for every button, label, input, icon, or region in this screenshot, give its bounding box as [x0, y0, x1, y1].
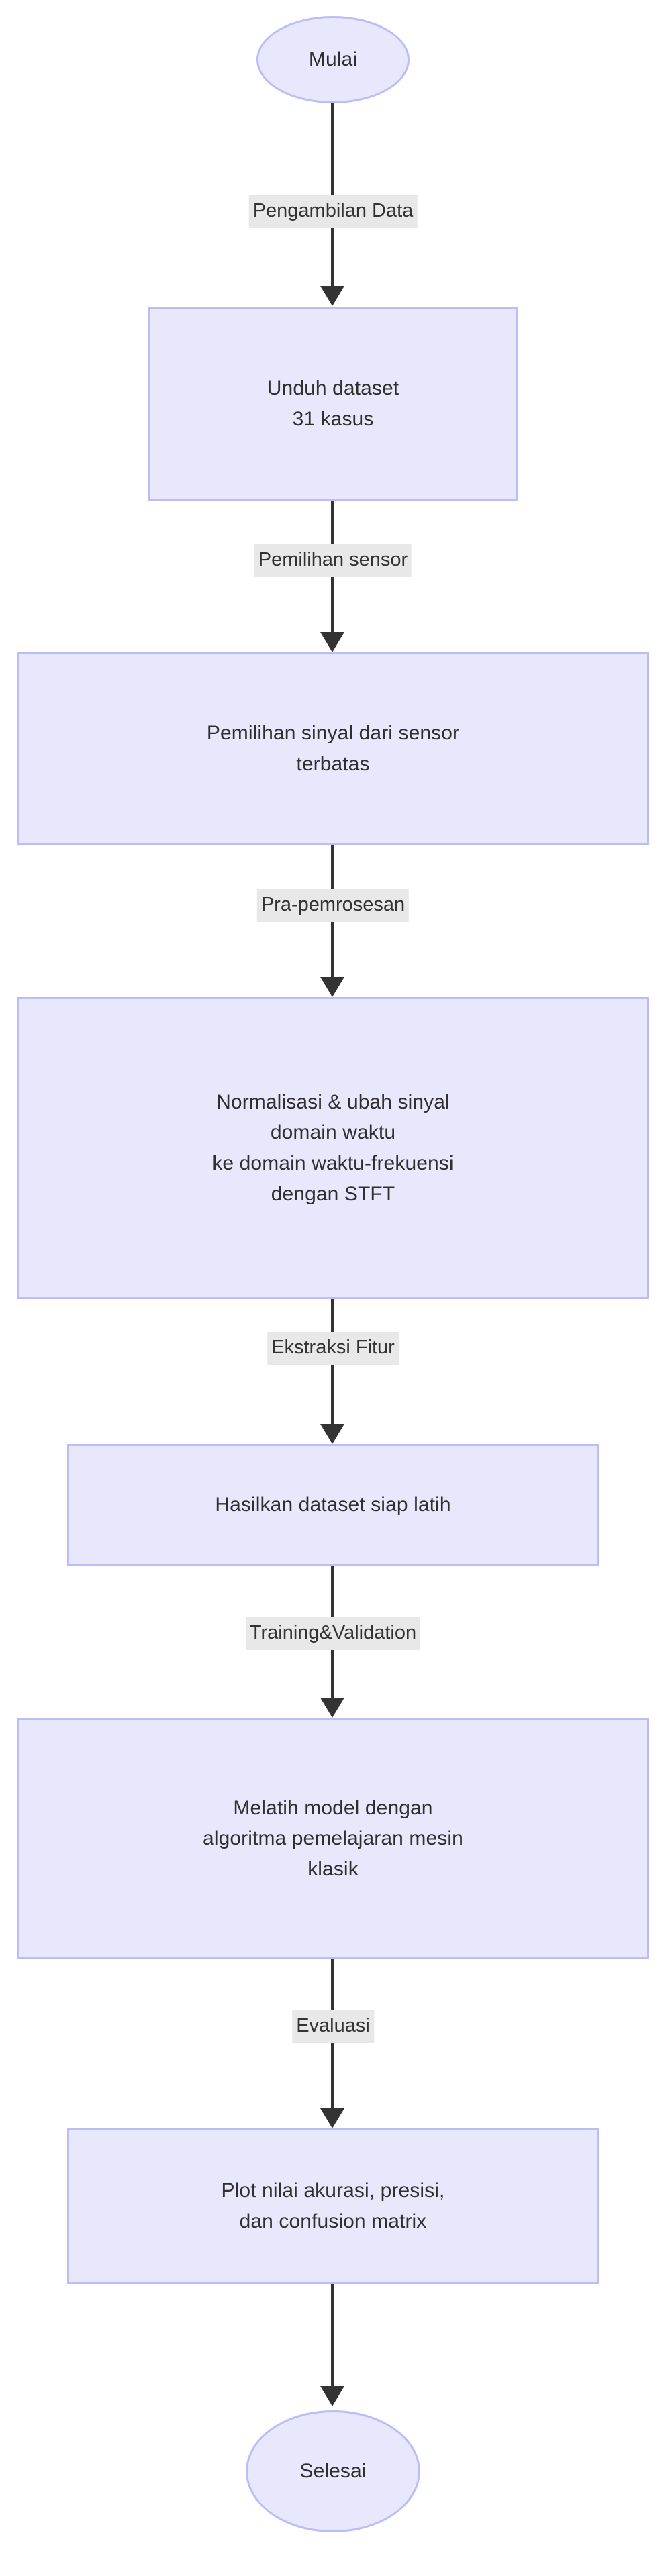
- node-end-label: Selesai: [299, 2460, 367, 2483]
- arrowhead-select-to-preprocess: [320, 977, 344, 997]
- connector-start-to-download: [331, 103, 334, 286]
- node-plot-hasil[interactable]: Plot nilai akurasi, presisi, dan confusi…: [67, 2128, 599, 2284]
- node-hasilkan-dataset-label: Hasilkan dataset siap latih: [215, 1494, 451, 1516]
- node-start[interactable]: Mulai: [256, 16, 410, 103]
- connector-preprocess-to-dataset: [331, 1299, 334, 1431]
- node-hasilkan-dataset[interactable]: Hasilkan dataset siap latih: [67, 1444, 599, 1566]
- node-start-label: Mulai: [308, 48, 358, 71]
- node-melatih-model[interactable]: Melatih model dengan algoritma pemelajar…: [17, 1718, 649, 1959]
- edge-label-evaluasi: Evaluasi: [292, 2010, 374, 2043]
- connector-plot-to-end: [331, 2284, 334, 2386]
- edge-label-pemilihan-sensor: Pemilihan sensor: [254, 544, 412, 577]
- node-plot-hasil-label: Plot nilai akurasi, presisi, dan confusi…: [221, 2179, 445, 2232]
- node-normalisasi-stft[interactable]: Normalisasi & ubah sinyal domain waktu k…: [17, 997, 649, 1299]
- edge-label-pengambilan-data: Pengambilan Data: [248, 195, 418, 228]
- arrowhead-dataset-to-train: [320, 1698, 344, 1718]
- node-normalisasi-stft-label: Normalisasi & ubah sinyal domain waktu k…: [212, 1090, 454, 1205]
- arrowhead-download-to-select: [320, 632, 344, 652]
- node-pemilihan-sinyal-label: Pemilihan sinyal dari sensor terbatas: [206, 722, 460, 775]
- node-end[interactable]: Selesai: [246, 2410, 420, 2532]
- node-unduh-dataset-label: Unduh dataset 31 kasus: [267, 377, 399, 430]
- edge-label-ekstraksi-fitur: Ekstraksi Fitur: [267, 1332, 399, 1365]
- node-pemilihan-sinyal[interactable]: Pemilihan sinyal dari sensor terbatas: [17, 652, 649, 845]
- arrowhead-start-to-download: [320, 286, 344, 306]
- node-melatih-model-label: Melatih model dengan algoritma pemelajar…: [203, 1796, 463, 1880]
- node-unduh-dataset[interactable]: Unduh dataset 31 kasus: [148, 307, 518, 501]
- edge-label-pra-pemrosesan: Pra-pemrosesan: [256, 889, 410, 922]
- edge-label-training-validation: Training&Validation: [245, 1617, 421, 1650]
- arrowhead-plot-to-end: [320, 2386, 344, 2406]
- arrowhead-preprocess-to-dataset: [320, 1424, 344, 1444]
- arrowhead-train-to-plot: [320, 2108, 344, 2128]
